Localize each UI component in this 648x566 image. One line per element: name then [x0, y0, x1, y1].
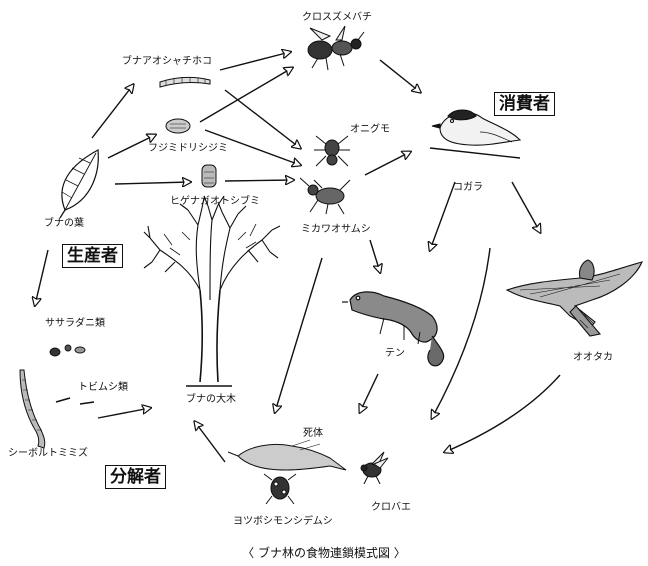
label-buna-aoshachihoko: ブナアオシャチホコ — [122, 56, 212, 68]
mikawaosamushi-drawing — [300, 178, 350, 214]
carcass-bird-drawing — [228, 440, 346, 470]
arrow-fujimidori-to-hachi — [200, 68, 292, 122]
label-kurobae: クロバエ — [371, 502, 411, 514]
beech-tree-drawing — [144, 196, 280, 386]
label-ten: テン — [385, 348, 405, 360]
ootaka-drawing — [507, 260, 642, 336]
sasaradani-drawing — [50, 345, 85, 356]
arrow-higenaga-to-osamushi — [225, 180, 293, 181]
higenaga-leaf-roll-drawing — [202, 165, 216, 187]
role-consumer: 消費者 — [494, 92, 555, 116]
arrow-kogara-to-ootaka — [512, 182, 540, 232]
label-mikawaosamushi: ミカワオサムシ — [301, 224, 371, 236]
label-beech-tree: ブナの大木 — [186, 394, 236, 406]
siebold-mimizu-drawing — [20, 370, 45, 448]
arrow-carcass-to-tree — [195, 422, 225, 462]
arrow-ootaka-to-carcass — [445, 375, 560, 452]
label-siebold-mimizu: シーボルトミミズ — [8, 448, 88, 460]
label-onigumo: オニグモ — [350, 124, 390, 136]
role-decomposer: 分解者 — [105, 465, 166, 489]
arrow-osamushi-to-carcass — [275, 258, 322, 412]
fujimidori-larva-drawing — [166, 119, 190, 133]
label-beech-leaf: ブナの葉 — [44, 218, 84, 230]
onigumo-drawing — [314, 136, 350, 166]
kurosuzumebachi-drawing — [308, 26, 364, 70]
arrow-aoshachihoko-to-hachi — [220, 52, 290, 70]
label-kogara: コガラ — [453, 182, 483, 194]
arrow-leaf-to-decomposers — [35, 250, 48, 305]
role-producer: 生産者 — [62, 244, 123, 268]
arrow-leaf-to-aoshachihoko — [92, 85, 133, 138]
arrow-ten-to-carcass — [360, 374, 378, 412]
figure-caption: 〈 ブナ林の食物連鎖模式図 〉 — [0, 544, 648, 561]
arrow-leaf-to-higenaga — [115, 182, 190, 184]
arrow-kogara-to-carcass — [432, 248, 490, 418]
arrow-kogara-to-ten — [430, 182, 455, 250]
arrow-osamushi-to-kogara — [365, 152, 410, 175]
label-higenagaotoshibumi: ヒゲナガオトシブミ — [170, 196, 260, 208]
label-sasaradani: ササラダニ類 — [45, 318, 105, 330]
yotsuboshi-beetle-drawing — [264, 474, 296, 504]
arrow-soil-to-tree — [98, 408, 150, 418]
label-ootaka: オオタカ — [573, 352, 613, 364]
kogara-drawing — [430, 110, 520, 158]
label-tobimushi: トビムシ類 — [78, 382, 128, 394]
label-kurosuzumebachi: クロスズメバチ — [302, 12, 372, 24]
kurobae-drawing — [361, 452, 388, 484]
arrow-hachi-to-kogara — [380, 60, 420, 92]
beech-leaf-drawing — [60, 150, 98, 218]
arrow-aoshachihoko-to-onigumo — [225, 90, 300, 148]
label-yotsuboshi: ヨツボシモンシデムシ — [233, 516, 333, 528]
arrow-osamushi-to-ten — [370, 240, 380, 272]
tobimushi-drawing — [56, 398, 94, 404]
aoshachihoko-caterpillar-drawing — [160, 77, 210, 87]
label-fujimidorishijimi: フジミドリシジミ — [148, 143, 228, 155]
label-carcass: 死体 — [303, 428, 323, 440]
